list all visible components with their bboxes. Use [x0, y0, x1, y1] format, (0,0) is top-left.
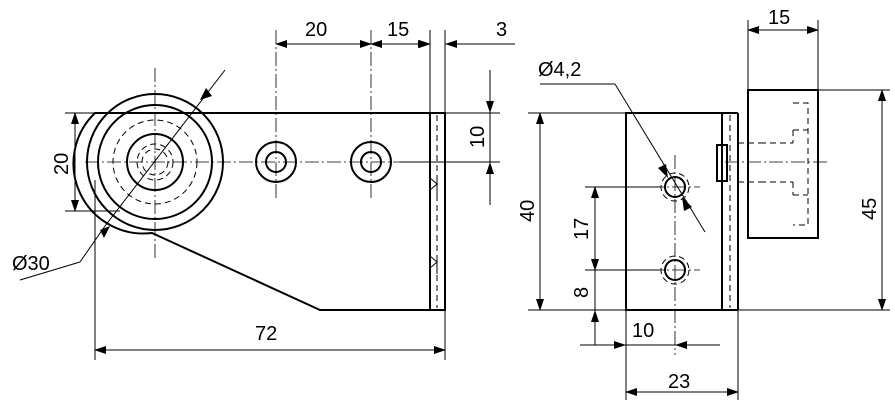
dim-text-10-horizontal: 10 — [632, 320, 654, 342]
dim-text-17: 17 — [571, 218, 593, 240]
dim-text-10-vertical: 10 — [467, 126, 489, 148]
hole-dia-arrow-1 — [658, 164, 668, 178]
dim-text-45: 45 — [859, 198, 881, 220]
side-small-tab — [716, 144, 728, 182]
hole-dia-leader-diag — [614, 83, 706, 233]
dim-text-8: 8 — [571, 287, 593, 298]
dim-text-15-end: 15 — [768, 7, 790, 29]
dim-arrow-3b — [418, 40, 430, 48]
end-view: 15 45 — [725, 7, 890, 311]
dim-arrow-8-bottom — [591, 310, 599, 322]
dim-text-72: 72 — [255, 323, 277, 345]
front-notch-upper — [429, 177, 438, 196]
dim-text-dia42: Ø4,2 — [538, 59, 581, 81]
boss-dia-leader-ext — [79, 225, 106, 263]
dim-text-20-vertical: 20 — [51, 153, 73, 175]
dim-arrow-10h-right — [675, 341, 687, 349]
side-body — [625, 112, 723, 311]
end-hidden-profile — [760, 102, 809, 226]
dim-text-dia30: Ø30 — [12, 253, 50, 275]
side-view: Ø4,2 40 17 8 10 23 — [517, 59, 739, 400]
dim-arrow-10-bottom — [486, 162, 494, 174]
dim-text-15-top: 15 — [387, 19, 409, 41]
end-body — [747, 89, 819, 239]
front-view: 20 15 3 10 20 Ø30 72 — [12, 19, 515, 360]
dim-text-23: 23 — [668, 371, 690, 393]
dim-text-40: 40 — [517, 200, 539, 222]
hole-dia-arrow-2 — [682, 197, 692, 211]
dim-arrow-3 — [445, 40, 457, 48]
dim-text-3: 3 — [496, 19, 507, 41]
boss-dia-leader-tail — [19, 261, 81, 281]
dim-arrow-10-top — [486, 101, 494, 113]
boss-dia-arrow-top — [200, 88, 212, 100]
front-notch-lower — [429, 255, 438, 274]
front-body-outline — [72, 112, 446, 311]
dim-text-20-top: 20 — [305, 19, 327, 41]
dim-arrow-10h-left — [614, 341, 626, 349]
boss-dia-arrow-bottom — [100, 226, 110, 238]
